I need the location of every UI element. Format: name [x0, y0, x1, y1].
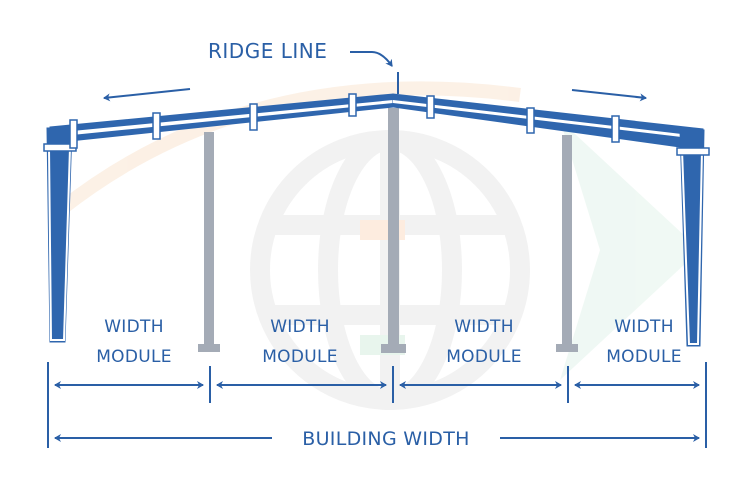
dimension-lines: BUILDING WIDTH: [47, 362, 707, 450]
splice-plates: [43, 93, 710, 156]
interior-column-1: [198, 132, 220, 352]
module-1-line2: MODULE: [96, 347, 172, 367]
ridge-line-callout: RIDGE LINE: [208, 39, 399, 94]
module-1-line1: WIDTH: [104, 317, 164, 337]
interior-column-2: [381, 108, 406, 353]
module-3-line2: MODULE: [446, 347, 522, 367]
building-width-label: BUILDING WIDTH: [302, 428, 469, 450]
curved-arrow-icon: [350, 51, 393, 67]
ridge-line-label: RIDGE LINE: [208, 39, 327, 63]
module-2-line2: MODULE: [262, 347, 338, 367]
module-labels: WIDTH MODULE WIDTH MODULE WIDTH MODULE W…: [96, 317, 682, 367]
module-3-line1: WIDTH: [454, 317, 514, 337]
column-right: [679, 129, 705, 347]
module-4-line1: WIDTH: [614, 317, 674, 337]
module-2-line1: WIDTH: [270, 317, 330, 337]
module-4-line2: MODULE: [606, 347, 682, 367]
interior-columns: [198, 108, 578, 353]
rigid-frame: [43, 93, 710, 347]
arrow-left-icon: [103, 88, 191, 102]
interior-column-3: [556, 135, 578, 352]
arrow-right-icon: [571, 89, 647, 102]
